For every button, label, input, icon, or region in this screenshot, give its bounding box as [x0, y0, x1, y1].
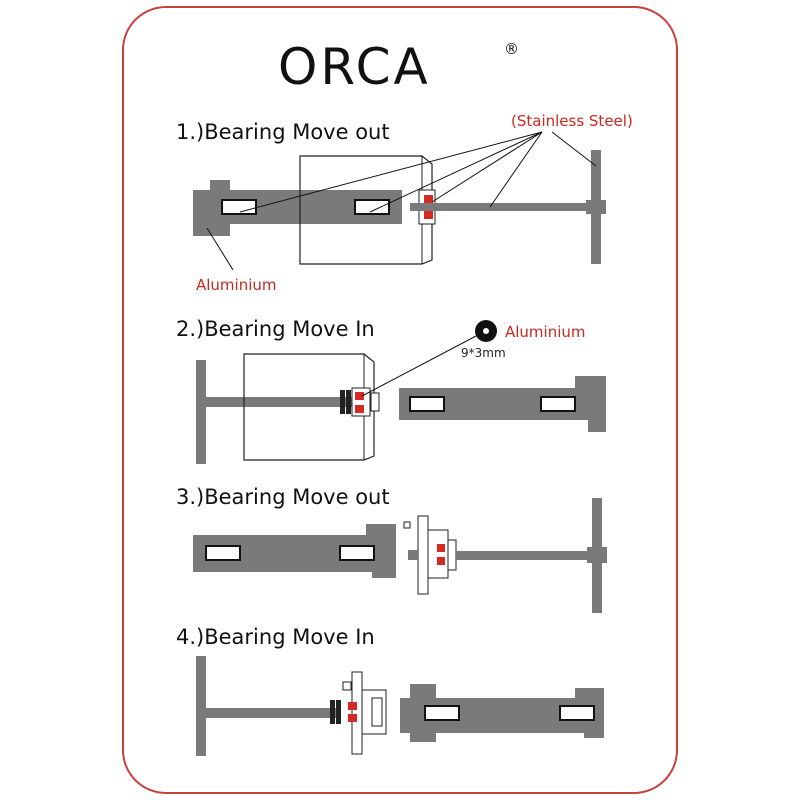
step-2-illustration	[196, 320, 606, 464]
aluminium-label-2: Aluminium	[505, 323, 586, 341]
step-4-illustration	[196, 656, 604, 756]
brand-logo: ORCA	[278, 38, 431, 96]
step-2-title: 2.)Bearing Move In	[176, 317, 375, 341]
step-1-title: 1.)Bearing Move out	[176, 120, 390, 144]
stainless-steel-label: (Stainless Steel)	[511, 112, 633, 130]
step-3-title: 3.)Bearing Move out	[176, 485, 390, 509]
step-4-title: 4.)Bearing Move In	[176, 625, 375, 649]
step-1-illustration	[193, 131, 606, 271]
aluminium-housing	[193, 180, 402, 236]
washer-size-label: 9*3mm	[461, 346, 506, 360]
bearing-icon	[424, 195, 433, 204]
aluminium-label-1: Aluminium	[196, 276, 277, 294]
step-3-illustration	[193, 498, 607, 613]
registered-mark: ®	[504, 40, 519, 58]
